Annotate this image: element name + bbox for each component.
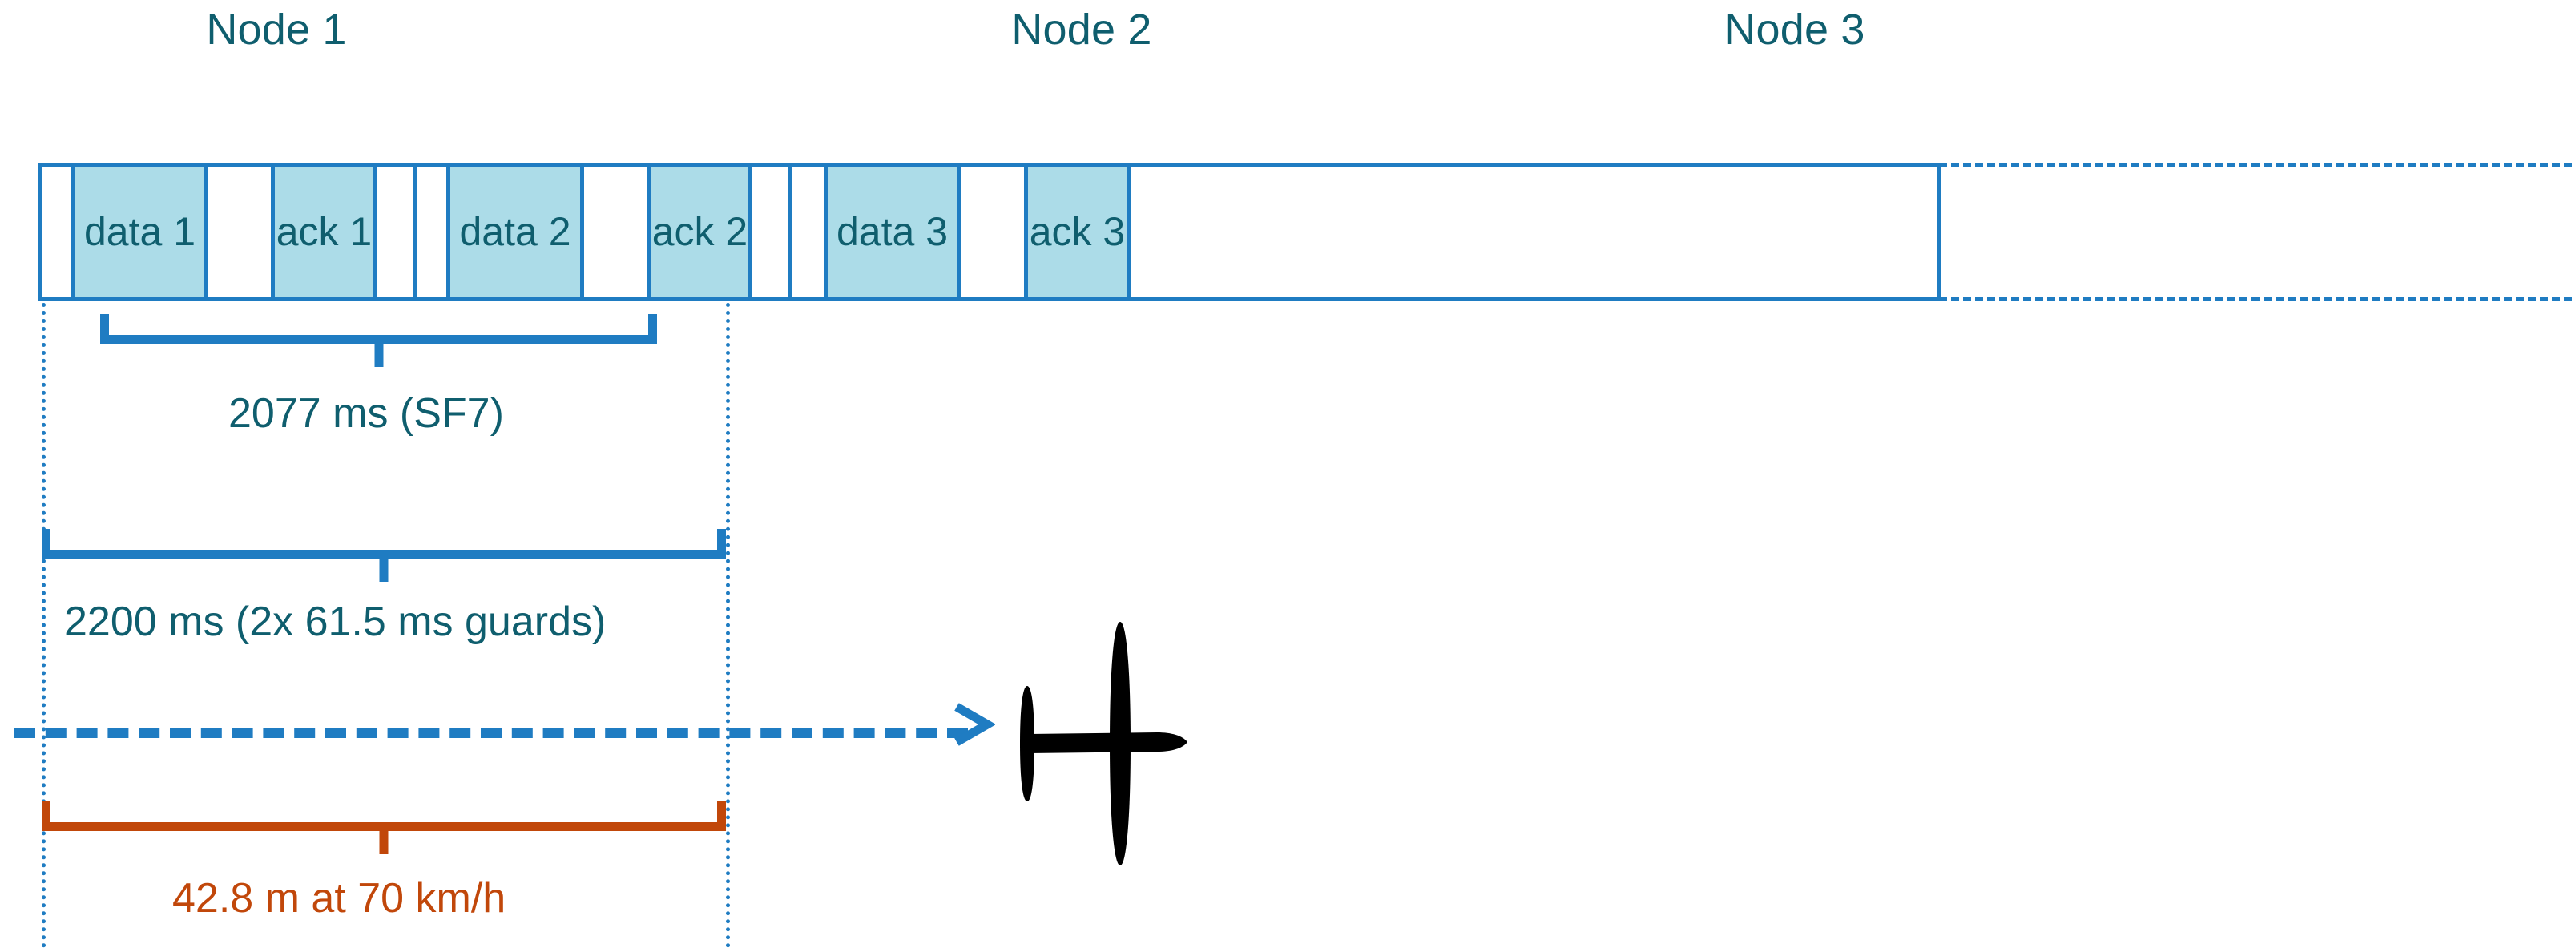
guard-slot-left-3: [792, 167, 828, 297]
node-label-3: Node 3: [1724, 6, 1865, 54]
slot-label: data 1: [83, 209, 196, 254]
ack-slot-3: ack 3: [1028, 167, 1131, 297]
timeline-continuation-top-dash: [1939, 163, 2572, 167]
airplane-icon: [1000, 615, 1200, 872]
node-label-1: Node 1: [206, 6, 347, 54]
slot-label: ack 1: [276, 209, 373, 254]
slot-total-brace-right-end: [717, 529, 726, 550]
guard-slot-right-1: [377, 167, 417, 297]
slot-total-label: 2200 ms (2x 61.5 ms guards): [64, 599, 607, 645]
slot-total-brace-center-tick: [379, 550, 389, 582]
data-slot-1: data 1: [75, 167, 208, 297]
guard-slot-left-2: [417, 167, 450, 297]
flight-path-dashed-line: [14, 728, 968, 738]
data-slot-2: data 2: [450, 167, 584, 297]
guard-slot-right-3: [1131, 167, 1171, 297]
ack-slot-1: ack 1: [275, 167, 377, 297]
airtime-label: 2077 ms (SF7): [228, 390, 504, 437]
node-label-2: Node 2: [1011, 6, 1152, 54]
gap-slot-1: [208, 167, 275, 297]
airtime-brace-right-end: [648, 314, 657, 335]
distance-label: 42.8 m at 70 km/h: [172, 875, 506, 922]
timeline-continuation-bottom-dash: [1939, 297, 2572, 301]
guard-slot-right-2: [752, 167, 792, 297]
gap-slot-3: [961, 167, 1028, 297]
slot-end-guide-line: [726, 303, 730, 948]
airtime-brace: [100, 314, 657, 370]
ack-slot-2: ack 2: [651, 167, 752, 297]
slot-total-brace-left-end: [42, 529, 50, 550]
slot-start-guide-line: [42, 303, 46, 948]
distance-brace-center-tick: [379, 822, 389, 854]
guard-slot-left-1: [42, 167, 75, 297]
slot-total-brace: [42, 529, 726, 585]
arrow-head-icon: [950, 702, 995, 747]
data-slot-3: data 3: [828, 167, 961, 297]
slot-label: ack 3: [1029, 209, 1126, 254]
gap-slot-2: [584, 167, 651, 297]
slot-label: data 3: [836, 209, 948, 254]
airtime-brace-center-tick: [374, 335, 383, 367]
distance-brace-right-end: [717, 801, 726, 822]
timeline-frame: data 1 ack 1 data 2 ack 2 data 3 ack 3: [38, 163, 1941, 301]
slot-label: ack 2: [651, 209, 748, 254]
airtime-brace-left-end: [100, 314, 109, 335]
distance-brace-left-end: [42, 801, 50, 822]
slot-label: data 2: [459, 209, 571, 254]
distance-brace: [42, 801, 726, 857]
